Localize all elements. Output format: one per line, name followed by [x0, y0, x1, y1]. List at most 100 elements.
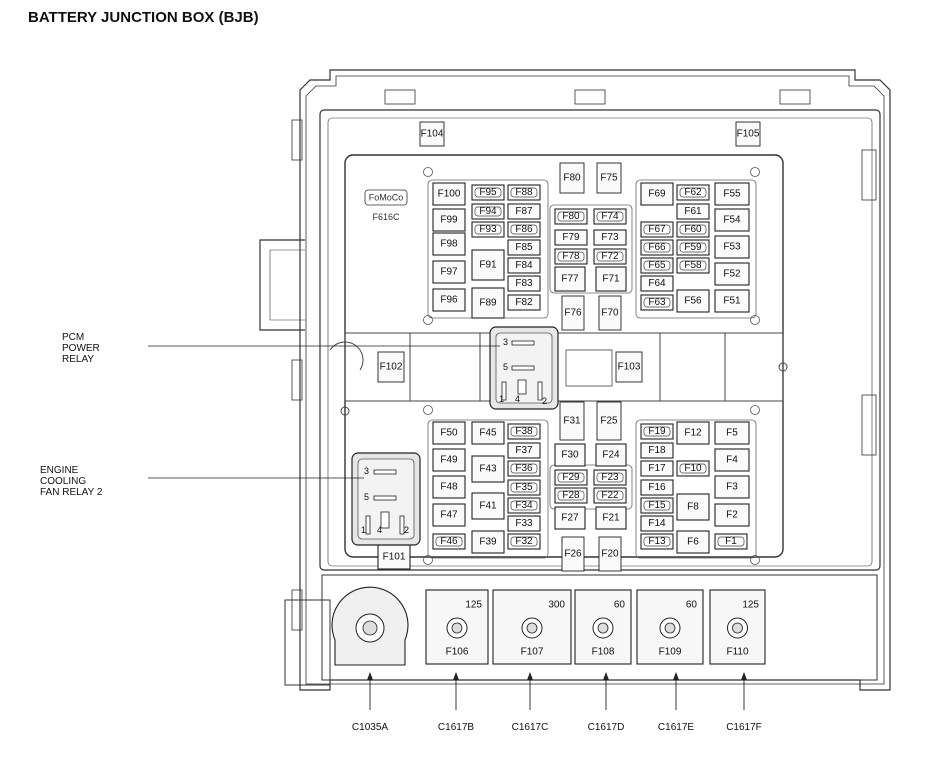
fuse-f64: F64	[640, 275, 674, 292]
fuse-label: F47	[440, 510, 458, 521]
fuse-f39: F39	[471, 530, 505, 554]
relay1-pin-3: 3	[503, 337, 508, 347]
fuse-f24: F24	[595, 443, 627, 467]
fuse-label: F4	[726, 455, 738, 466]
fuse-f93: F93	[471, 221, 505, 238]
fuse-f67: F67	[640, 221, 674, 238]
fuse-f62: F62	[676, 184, 710, 201]
fuse-f2: F2	[714, 503, 750, 527]
fuse-label: F79	[562, 232, 580, 243]
fuse-label: F89	[479, 298, 497, 309]
fuse-f65: F65	[640, 257, 674, 274]
fuse-f69: F69	[640, 182, 674, 206]
fuse-label: F99	[440, 215, 458, 226]
fuse-label: F46	[440, 536, 458, 547]
fuse-label: F62	[684, 187, 702, 198]
relay2-pin-5: 5	[364, 492, 369, 502]
fuse-f48: F48	[432, 475, 466, 499]
fuse-label: F72	[601, 251, 619, 262]
fuse-f98: F98	[432, 232, 466, 256]
fuse-label: F10	[684, 463, 702, 474]
section-dividers	[329, 332, 788, 416]
fuse-label: F48	[440, 482, 458, 493]
fuse-label: F91	[479, 260, 497, 271]
pcm-relay-label-line1: PCM	[62, 332, 84, 343]
fuse-label: F34	[515, 500, 533, 511]
fuse-label: F41	[479, 501, 497, 512]
fuse-label: F83	[515, 278, 533, 289]
fuse-f50: F50	[432, 421, 466, 445]
fuse-f95: F95	[471, 184, 505, 201]
fuse-label: F30	[561, 450, 579, 461]
fuse-f79: F79	[554, 229, 588, 246]
connector-label: C1035A	[352, 722, 388, 733]
connector-label: C1617F	[726, 722, 762, 733]
fuse-rating: 125	[465, 600, 482, 611]
connector-c1617b: C1617B	[438, 672, 474, 733]
fuse-f1: F1	[714, 533, 748, 550]
fuse-f32: F32	[507, 533, 541, 550]
fuse-f15: F15	[640, 497, 674, 514]
fuse-label: F50	[440, 428, 458, 439]
connector-c1035a: C1035A	[352, 672, 388, 733]
fuse-label: F94	[479, 206, 497, 217]
fuse-label: F14	[648, 518, 666, 529]
fuse-f60: F60	[676, 221, 710, 238]
fuse-label: F43	[479, 464, 497, 475]
fuse-label: F71	[602, 274, 620, 285]
fuse-f25: F25	[596, 401, 622, 441]
fuse-f97: F97	[432, 260, 466, 284]
fuse-f52: F52	[714, 262, 750, 286]
fuse-f87: F87	[507, 203, 541, 220]
fuse-f85: F85	[507, 239, 541, 256]
fuse-f84: F84	[507, 257, 541, 274]
fuse-f70: F70	[598, 295, 622, 331]
fuse-f83: F83	[507, 275, 541, 292]
fuse-label: F37	[515, 445, 533, 456]
fuse-rating: 60	[614, 600, 626, 611]
relay1-pin-2: 2	[542, 396, 547, 406]
fuse-label: F105	[737, 129, 760, 140]
fuse-f66: F66	[640, 239, 674, 256]
connector-c1617e: C1617E	[658, 672, 694, 733]
fuse-f26: F26	[561, 536, 585, 572]
fuse-f17: F17	[640, 460, 674, 477]
fuse-f6: F6	[676, 530, 710, 554]
fuse-label: F61	[684, 206, 702, 217]
fan-relay-label-line3: FAN RELAY 2	[40, 487, 103, 498]
fuse-label: F76	[564, 308, 582, 319]
fuse-f53: F53	[714, 235, 750, 259]
fuse-label: F104	[421, 129, 444, 140]
svg-text:FoMoCo: FoMoCo	[369, 193, 404, 203]
fuse-f86: F86	[507, 221, 541, 238]
fuse-label: F22	[601, 490, 619, 501]
connector-c1617c: C1617C	[512, 672, 548, 733]
relay-callouts	[148, 345, 500, 479]
fuse-label: F35	[515, 482, 533, 493]
fuse-label: F56	[684, 296, 702, 307]
fuse-label: F15	[648, 500, 666, 511]
fuse-f34: F34	[507, 497, 541, 514]
fomoco-logo: FoMoCo F616C	[364, 189, 408, 222]
fuse-f71: F71	[595, 266, 627, 292]
relay2-pin-2: 2	[404, 525, 409, 535]
fuse-f103: F103	[615, 351, 643, 383]
fuse-label: F108	[592, 647, 615, 658]
engine-cooling-fan-relay-2: 3 5 1 4 2	[351, 452, 421, 546]
pcm-power-relay: 3 5 1 4 2	[489, 326, 559, 410]
fuse-label: F80	[562, 211, 580, 222]
fuse-f45: F45	[471, 421, 505, 445]
fuse-f31: F31	[559, 401, 585, 441]
fuse-f56: F56	[676, 289, 710, 313]
fuse-label: F52	[723, 269, 741, 280]
fan-relay-label-line2: COOLING	[40, 476, 86, 487]
fuse-label: F78	[562, 251, 580, 262]
fuse-label: F82	[515, 297, 533, 308]
fuse-label: F25	[600, 416, 618, 427]
fuse-f54: F54	[714, 208, 750, 232]
fuse-label: F97	[440, 267, 458, 278]
